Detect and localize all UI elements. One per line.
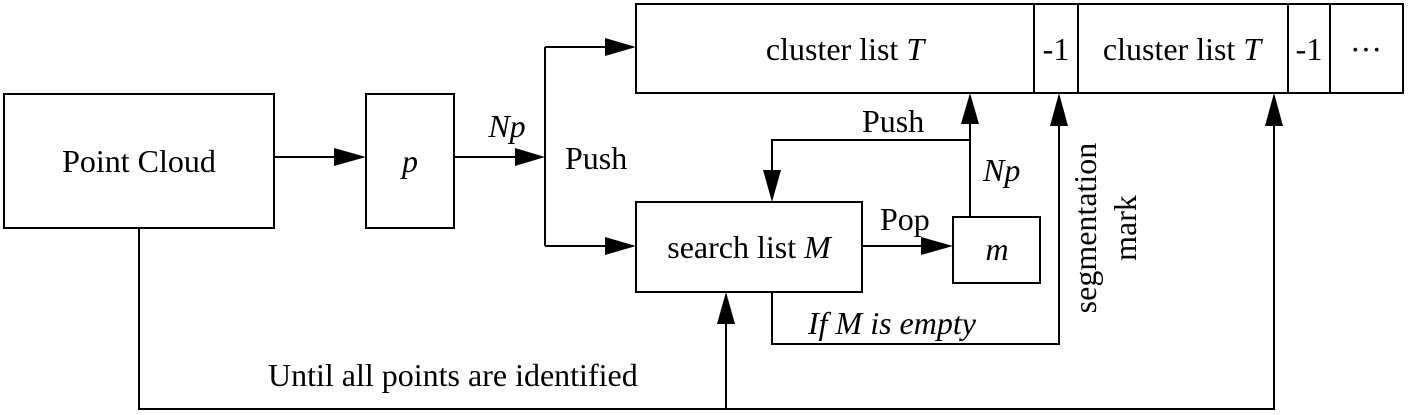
mark-label: mark — [1107, 195, 1143, 261]
arrowhead-icon — [1050, 93, 1068, 126]
edge-push-back — [771, 139, 970, 170]
until-all-label: Until all points are identified — [268, 357, 638, 393]
arrowhead-icon — [605, 237, 636, 255]
m-box — [952, 216, 1041, 284]
p-label: p — [400, 143, 418, 179]
np-label-right: Np — [982, 152, 1020, 188]
arrowhead-icon — [1265, 93, 1283, 126]
arrowhead-icon — [334, 148, 366, 166]
separator-1: -1 — [1043, 31, 1070, 67]
cluster-list-1: cluster list T — [766, 31, 926, 67]
arrowhead-icon — [921, 237, 953, 255]
search-list-label: search list M — [667, 229, 833, 265]
if-empty-label: If M is empty — [807, 305, 977, 341]
ellipsis: ··· — [1350, 31, 1382, 67]
arrowhead-icon — [717, 292, 735, 324]
arrowhead-icon — [605, 38, 636, 56]
arrowhead-icon — [961, 93, 979, 124]
edge-if-empty — [771, 126, 1060, 345]
pop-label: Pop — [880, 201, 930, 237]
m-label: m — [985, 231, 1008, 267]
separator-2: -1 — [1296, 31, 1323, 67]
push-label-left: Push — [565, 140, 627, 176]
cluster-strip-frame — [635, 3, 1404, 94]
push-label-top: Push — [862, 103, 924, 139]
cluster-list-2: cluster list T — [1103, 31, 1263, 67]
arrowhead-icon — [515, 148, 545, 166]
arrowhead-icon — [763, 170, 781, 202]
edge-until-all — [138, 126, 1275, 410]
search-list-box — [635, 201, 863, 293]
point-cloud-label: Point Cloud — [62, 143, 216, 179]
segmentation-label: segmentation — [1067, 143, 1103, 314]
np-label-top: Np — [487, 108, 525, 144]
cluster-strip: cluster list T -1 cluster list T -1 ··· — [635, 3, 1404, 94]
p-box — [365, 93, 455, 229]
